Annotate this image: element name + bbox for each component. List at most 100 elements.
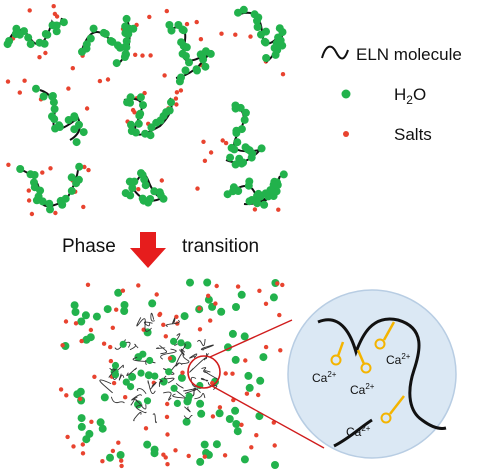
droplet-chain [155,347,166,349]
calcium-ion-3: Ca2+ [374,321,411,367]
water-dot [40,39,49,48]
calcium-ion-2: Ca2+ [350,349,375,397]
salt-dot [275,281,280,286]
salt-dot [100,459,105,464]
water-dot [116,451,125,459]
salt-dots-bottom [58,281,285,469]
salt-dot [194,19,199,25]
salt-dot [272,443,277,448]
water-dot [120,53,129,61]
water-dot [50,115,59,124]
water-dot [272,187,281,196]
water-dot [46,205,54,214]
droplet-chain [158,378,163,387]
water-dot [181,66,190,75]
salt-dot [110,448,116,454]
droplet-chain [184,406,191,413]
salt-dot [114,307,119,312]
water-dot [279,170,288,179]
zoom-inset: Ca2+ Ca2+ Ca2+ Ca2+ [287,289,457,459]
salt-dot [208,150,214,155]
salt-dot [73,321,79,326]
water-dot [201,62,210,71]
salt-dot [142,90,147,96]
salt-dot [5,79,11,84]
water-dot [100,393,109,402]
coacervate-droplet [99,312,219,424]
water-dot [156,191,165,199]
water-dot [269,293,278,302]
water-dot [114,288,123,297]
water-dot [165,21,174,29]
water-dot [106,453,114,462]
water-dot [240,115,249,124]
water-dot [81,311,90,320]
water-dot [192,65,201,74]
water-dot [232,303,240,311]
droplet-chain [133,411,142,422]
water-dot [128,184,137,193]
water-dot [200,440,209,449]
legend-water-label: H2O [394,85,426,107]
water-dot [270,44,279,52]
water-dot [138,194,147,203]
salt-dot [165,432,170,437]
salt-dot [280,72,286,77]
eln-chain-cluster-10 [223,170,288,209]
salt-dot [248,34,253,39]
water-dot [122,378,130,386]
eln-chain-cluster-9 [121,169,168,207]
water-dot [5,37,14,45]
salt-dot [201,139,206,144]
water-dot [120,301,129,309]
water-dot [236,103,245,112]
svg-text:Ca2+: Ca2+ [312,370,337,385]
water-dot [79,128,88,137]
water-dot [262,54,271,62]
water-dot [177,373,186,382]
salt-dot [164,8,169,14]
water-dot [64,116,73,124]
water-dot [245,197,254,206]
svg-text:Ca2+: Ca2+ [350,382,375,397]
salt-dot [178,88,184,93]
water-dot [71,308,80,316]
water-dot [271,461,279,469]
salt-dot [222,453,228,458]
water-dot [134,119,143,128]
droplet-chain [131,394,142,401]
droplet-chain [135,404,147,414]
salt-dot [130,107,136,113]
salt-dot [197,327,203,332]
salt-dot [80,451,86,456]
droplet-chain [117,364,124,371]
water-dot [77,317,86,326]
salt-dot [174,314,179,319]
droplet-chain [201,367,208,373]
water-dot [113,41,122,50]
water-dot [55,123,64,131]
water-dot [177,339,185,347]
salt-dot [82,164,87,170]
water-dot [52,27,61,36]
water-dot [70,112,79,121]
droplet-chain [189,357,207,373]
water-dot [38,197,47,206]
water-dot [32,84,40,93]
salt-dot [164,414,170,420]
salt-dot [110,325,116,330]
salt-dot [220,138,225,143]
water-dot [181,52,190,61]
salt-dot [276,207,281,212]
water-dot [228,329,237,338]
salt-dot [143,426,149,431]
salt-dot [77,396,83,402]
salt-dot [210,414,216,419]
water-dot [70,301,79,310]
water-dot [101,29,110,38]
water-dot [121,29,130,38]
water-dot [230,145,239,154]
calcium-ion-4: Ca2+ [346,395,405,439]
salt-dot [27,8,32,13]
inset-eln-chain [317,317,447,430]
